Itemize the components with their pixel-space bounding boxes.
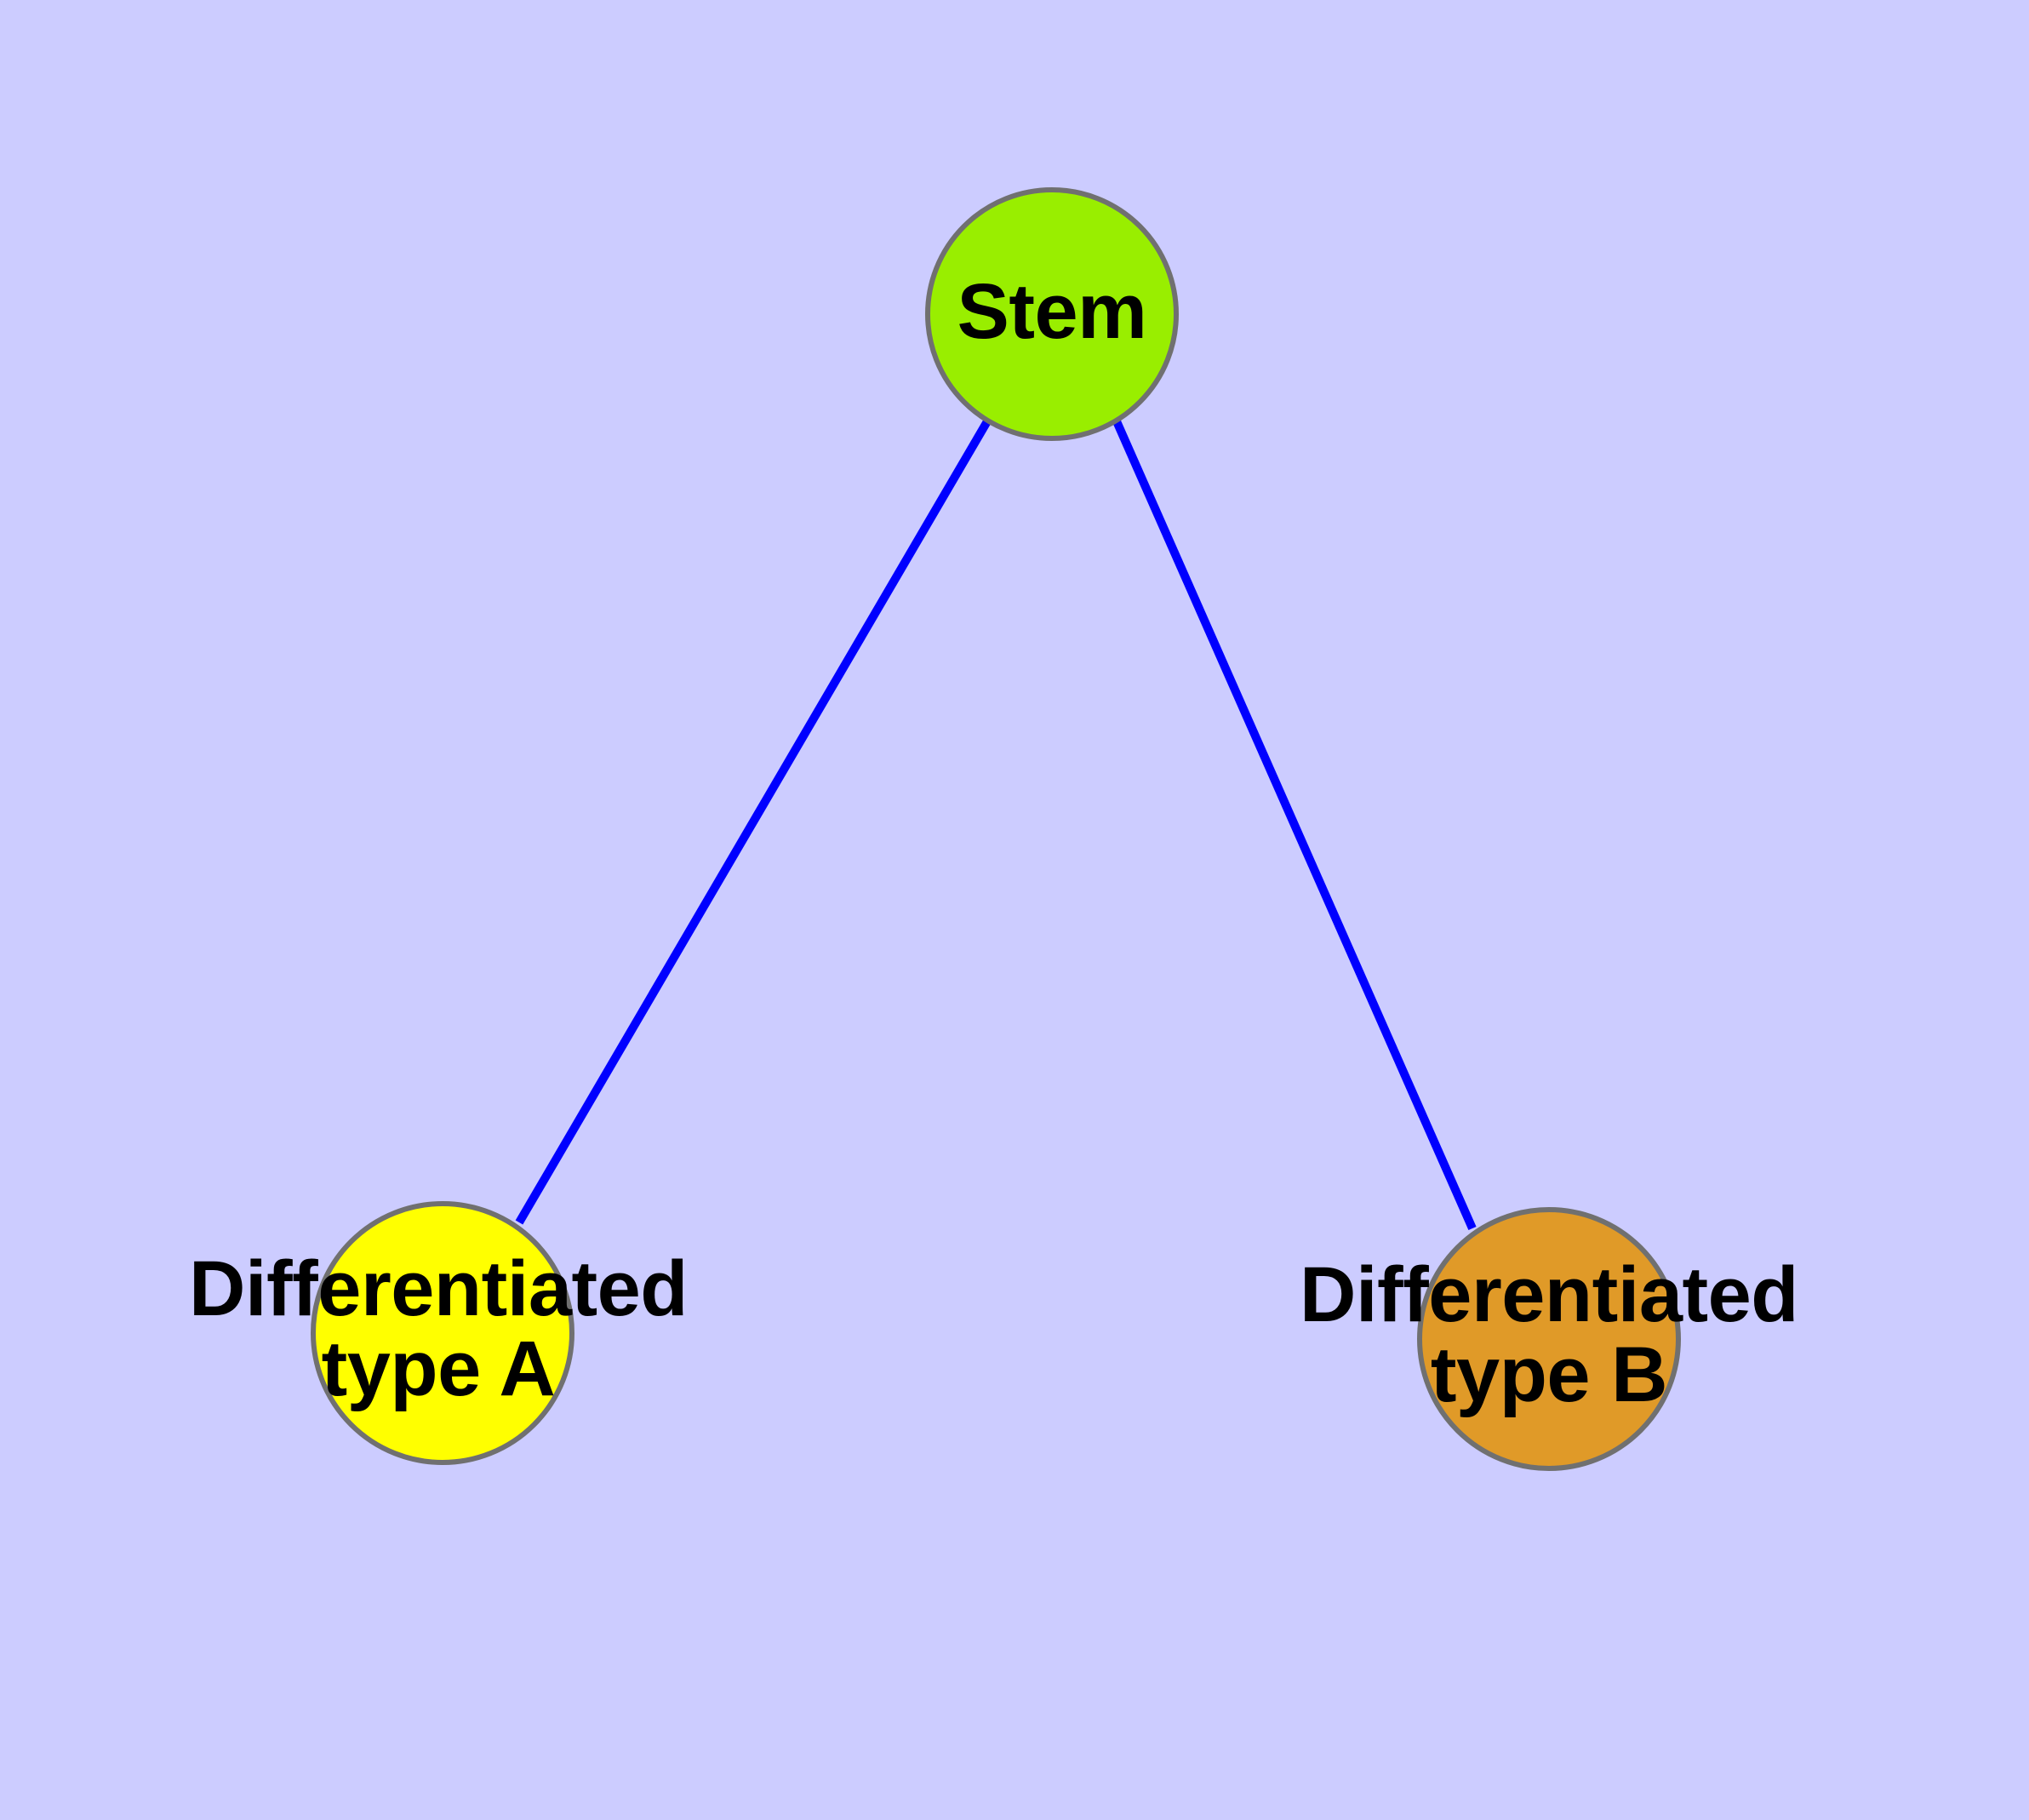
node-circle-diff-b[interactable]: [1417, 1207, 1681, 1471]
edge-stem-to-diff-b[interactable]: [1112, 419, 1477, 1231]
node-circle-stem[interactable]: [925, 187, 1179, 441]
node-layer: [311, 187, 1681, 1471]
node-circle-diff-a[interactable]: [311, 1201, 574, 1465]
edge-layer: [515, 419, 1477, 1231]
edge-stem-to-diff-a[interactable]: [515, 419, 992, 1225]
